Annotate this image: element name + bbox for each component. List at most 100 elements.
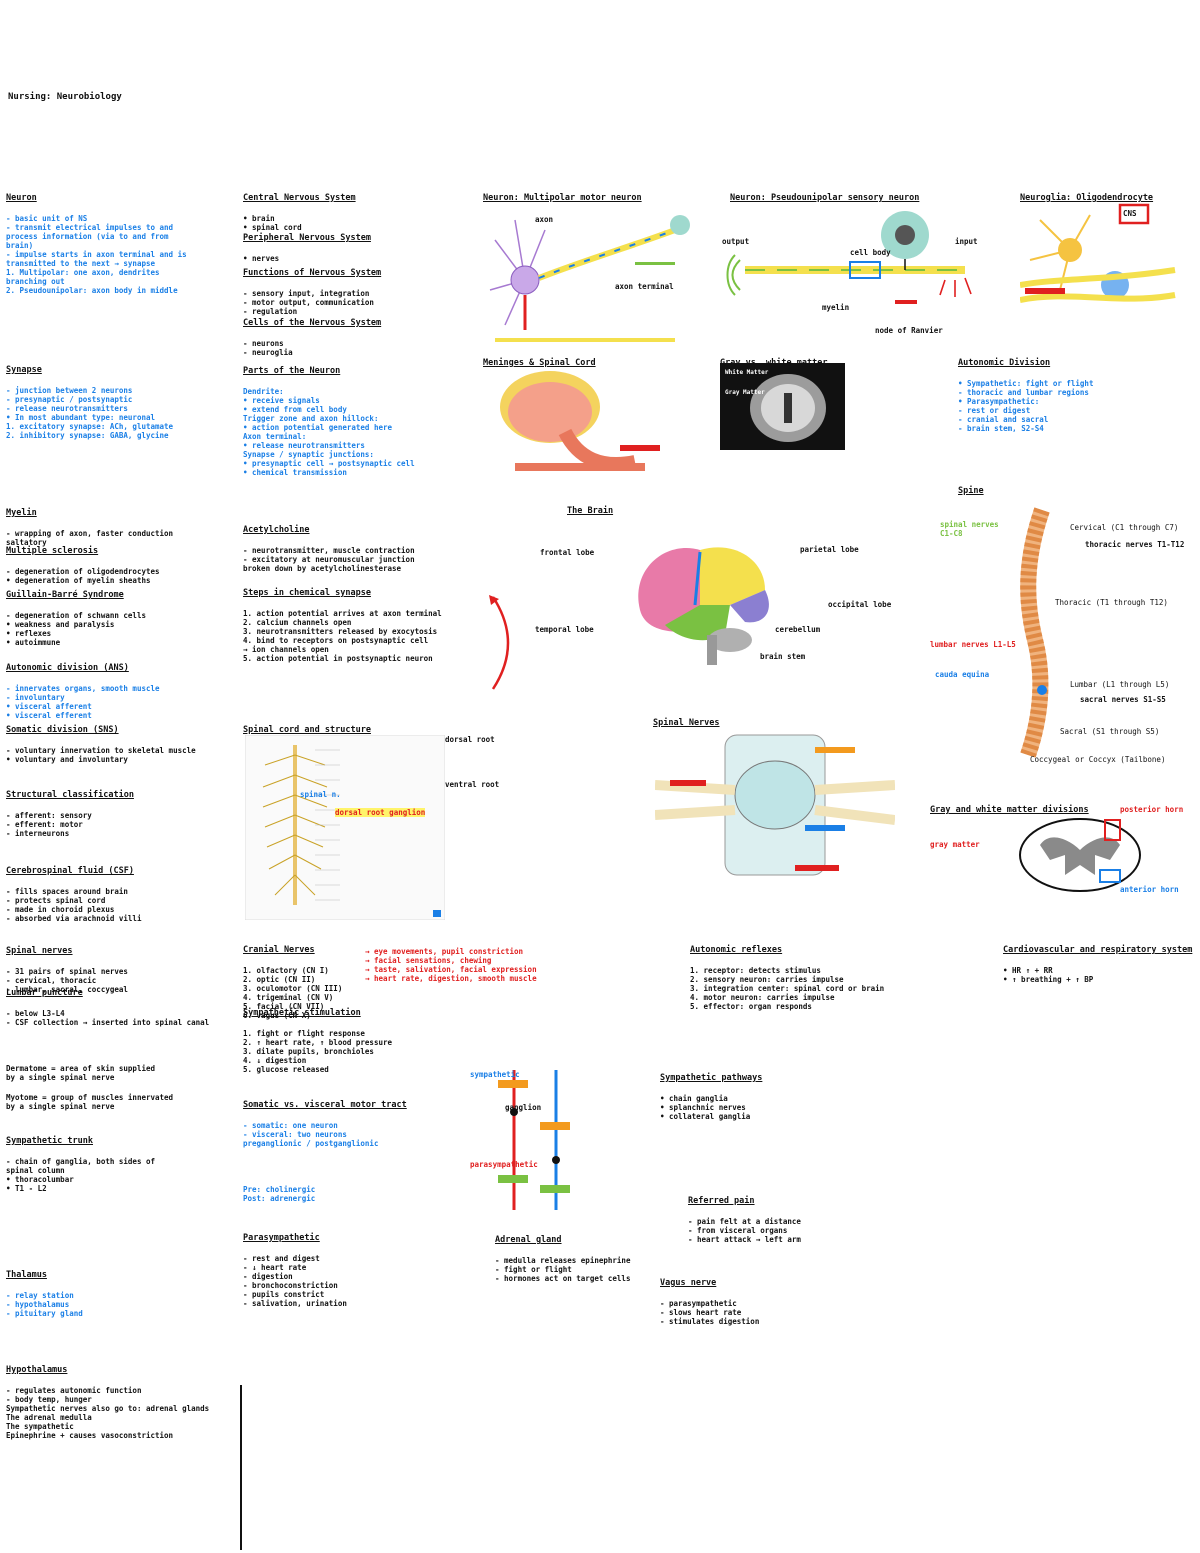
gw-heading-wrap: Gray and white matter divisions <box>930 797 1170 826</box>
section-adrenal: Adrenal gland - medulla releases epineph… <box>495 1227 655 1284</box>
thalamus-text: - relay station - hypothalamus - pituita… <box>6 1291 83 1318</box>
section-motor-tract: Somatic vs. visceral motor tract - somat… <box>243 1092 473 1149</box>
section-ms: Multiple sclerosis - degeneration of oli… <box>6 538 236 586</box>
section-parts: Parts of the Neuron Dendrite: • receive … <box>243 358 483 478</box>
spinal-heading: Spinal nerves <box>6 946 73 956</box>
csf-heading: Cerebrospinal fluid (CSF) <box>6 866 134 876</box>
symp-heading: Sympathetic trunk <box>6 1136 93 1146</box>
cranial-heading: Cranial Nerves <box>243 945 315 955</box>
cells-heading: Cells of the Nervous System <box>243 318 382 328</box>
label-frontal: frontal lobe <box>540 548 595 557</box>
sns-heading: Somatic division (SNS) <box>6 725 119 735</box>
oligo-heading-wrap: Neuroglia: Oligodendrocyte <box>1020 185 1190 214</box>
ans-heading: Autonomic division (ANS) <box>6 663 129 673</box>
multipolar-neuron-figure <box>489 215 690 342</box>
ans-division-text: • Sympathetic: fight or flight - thoraci… <box>958 379 1094 433</box>
parts-heading: Parts of the Neuron <box>243 366 341 376</box>
label-cauda: cauda equina <box>935 670 990 679</box>
motor-tract-heading: Somatic vs. visceral motor tract <box>243 1100 407 1110</box>
section-functions: Functions of Nervous System - sensory in… <box>243 260 473 317</box>
meninges-heading: Meninges & Spinal Cord <box>483 358 596 368</box>
column-divider <box>240 1385 242 1550</box>
section-cells: Cells of the Nervous System - neurons - … <box>243 310 473 358</box>
page-title: Nursing: Neurobiology <box>8 92 122 102</box>
section-cranial: Cranial Nerves 1. olfactory (CN I) 2. op… <box>243 937 673 1021</box>
thalamus-heading: Thalamus <box>6 1270 47 1280</box>
para-heading: Parasympathetic <box>243 1233 320 1243</box>
section-ach: Acetylcholine - neurotransmitter, muscle… <box>243 517 483 574</box>
spinal-text: - 31 pairs of spinal nerves - cervical, … <box>6 967 128 994</box>
gw-heading: Gray and white matter divisions <box>930 805 1089 815</box>
label-ventral: ventral root <box>445 780 500 789</box>
pain-text: - pain felt at a distance - from viscera… <box>688 1217 801 1244</box>
spine-heading: Spine <box>958 486 984 496</box>
ganglia-pathway-figure <box>498 1070 570 1210</box>
label-symp-col: sympathetic <box>470 1070 520 1079</box>
label-thoracic: Thoracic (T1 through T12) <box>1055 598 1168 607</box>
brain-heading-wrap: The Brain <box>567 498 613 527</box>
synapse-text: - junction between 2 neurons - presynapt… <box>6 386 174 440</box>
ms-heading: Multiple sclerosis <box>6 546 99 556</box>
pre-post-text: Pre: cholinergic Post: adrenergic <box>243 1185 316 1203</box>
section-sympathetic-pathways: Sympathetic pathways • chain ganglia • s… <box>660 1065 920 1122</box>
section-spinal-nerves: Spinal nerves - 31 pairs of spinal nerve… <box>6 938 236 995</box>
label-parietal: parietal lobe <box>800 545 859 554</box>
adrenal-heading: Adrenal gland <box>495 1235 562 1245</box>
sympathetic-stim-text: 1. fight or flight response 2. ↑ heart r… <box>243 1029 393 1074</box>
m-neuron-heading: Neuron: Multipolar motor neuron <box>483 193 642 203</box>
pseudo-heading: Neuron: Pseudounipolar sensory neuron <box>730 193 920 203</box>
label-node: node of Ranvier <box>875 326 943 335</box>
synapse-heading: Synapse <box>6 365 42 375</box>
label-gray-center: gray matter <box>930 840 980 849</box>
label-input: input <box>955 237 978 246</box>
section-thalamus: Thalamus - relay station - hypothalamus … <box>6 1262 236 1319</box>
csf-text: - fills spaces around brain - protects s… <box>6 887 142 923</box>
lumbar-heading: Lumbar puncture <box>6 988 83 998</box>
section-cns: Central Nervous System • brain • spinal … <box>243 185 473 233</box>
sympathetic-stim-heading: Sympathetic stimulation <box>243 1008 361 1018</box>
section-sns: Somatic division (SNS) - voluntary inner… <box>6 717 236 765</box>
struct-heading: Structural classification <box>6 790 134 800</box>
cns-text: • brain • spinal cord <box>243 214 302 232</box>
section-lumbar: Lumbar puncture - below L3-L4 - CSF coll… <box>6 980 236 1028</box>
pain-heading: Referred pain <box>688 1196 755 1206</box>
pns-text: • nerves <box>243 254 280 263</box>
gray-white-figure <box>1019 818 1141 892</box>
label-occipital: occipital lobe <box>828 600 892 609</box>
ach-text: - neurotransmitter, muscle contraction -… <box>243 546 415 573</box>
label-posterior-horn: posterior horn <box>1120 805 1184 814</box>
spine-figure <box>1020 507 1050 758</box>
section-autonomic-reflexes: Autonomic reflexes 1. receptor: detects … <box>690 937 970 1012</box>
section-hypothalamus: Hypothalamus - regulates autonomic funct… <box>6 1357 236 1441</box>
cycle-arrow <box>489 595 510 690</box>
ans-division-heading: Autonomic Division <box>958 358 1051 368</box>
spinal-nerves-heading-wrap: Spinal Nerves <box>653 710 720 739</box>
label-para-col: parasympathetic <box>470 1160 538 1169</box>
myelin-text: - wrapping of axon, faster conduction sa… <box>6 529 174 547</box>
spine-heading-wrap: Spine <box>958 478 984 507</box>
spinal-cord-figure <box>245 735 445 920</box>
ach-heading: Acetylcholine <box>243 525 310 535</box>
section-myelin: Myelin - wrapping of axon, faster conduc… <box>6 500 236 548</box>
brain-heading: The Brain <box>567 506 614 516</box>
lumbar-text: - below L3-L4 - CSF collection → inserte… <box>6 1009 210 1027</box>
cranial-functions: → eye movements, pupil constriction → fa… <box>365 947 537 983</box>
neuron-text: - basic unit of NS - transmit electrical… <box>6 214 187 295</box>
label-ganglion: ganglion <box>505 1103 542 1112</box>
label-myelin: myelin <box>822 303 850 312</box>
label-cervical-nerves: spinal nerves C1-C8 <box>940 520 999 538</box>
label-temporal: temporal lobe <box>535 625 594 634</box>
label-dorsal-ganglion: dorsal root ganglion <box>335 808 426 817</box>
label-cns: CNS <box>1123 209 1137 218</box>
brain-figure <box>638 547 769 665</box>
section-struct: Structural classification - afferent: se… <box>6 782 236 839</box>
symp-text: - chain of ganglia, both sides of spinal… <box>6 1157 156 1193</box>
parts-text: Dendrite: • receive signals • extend fro… <box>243 387 415 477</box>
meninges-heading-wrap: Meninges & Spinal Cord <box>483 350 703 379</box>
m-neuron-heading-wrap: Neuron: Multipolar motor neuron <box>483 185 703 214</box>
sns-text: - voluntary innervation to skeletal musc… <box>6 746 196 764</box>
struct-text: - afferent: sensory - efferent: motor - … <box>6 811 92 838</box>
oligo-heading: Neuroglia: Oligodendrocyte <box>1020 193 1154 203</box>
section-csf: Cerebrospinal fluid (CSF) - fills spaces… <box>6 858 236 924</box>
label-output: output <box>722 237 750 246</box>
